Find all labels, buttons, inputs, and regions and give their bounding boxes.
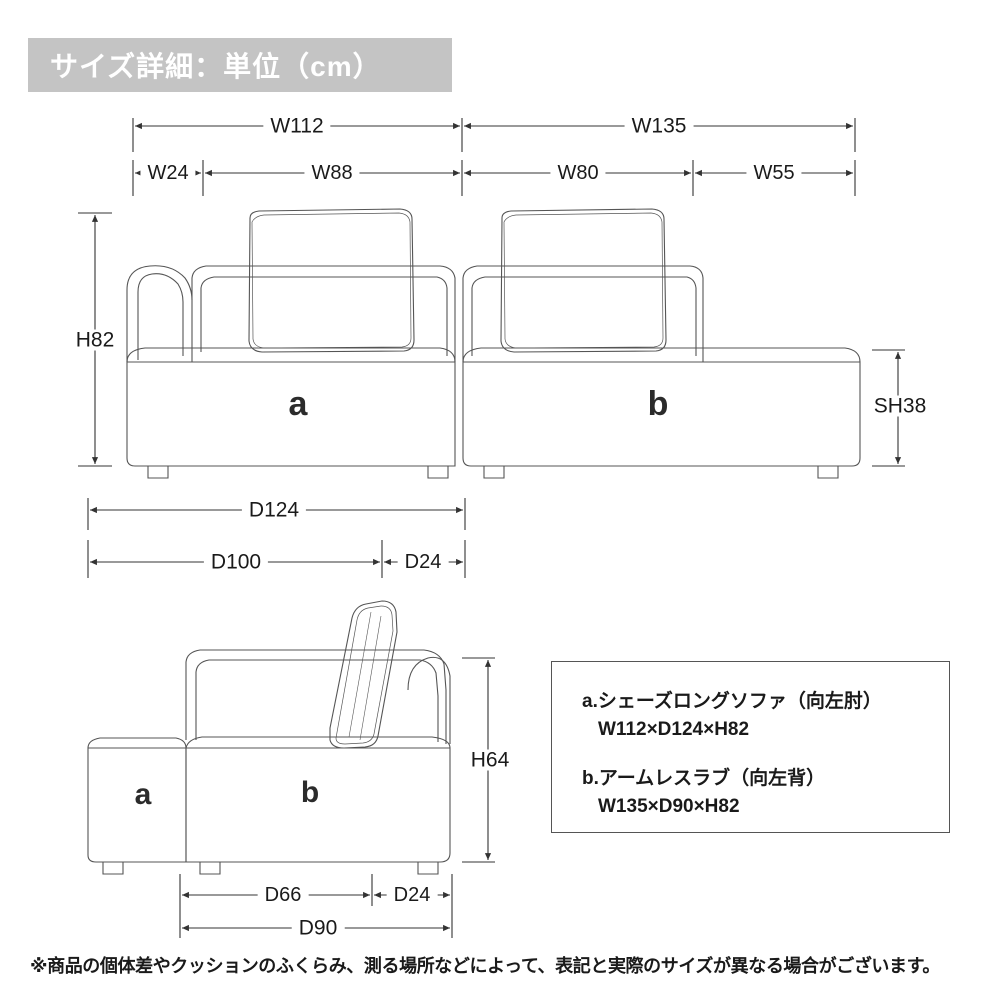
- dimension-label-d24-front: D24: [397, 552, 449, 572]
- dimension-label-d124: D124: [241, 499, 307, 521]
- dimension-label-w80: W80: [550, 163, 606, 183]
- dimension-label-w24: W24: [140, 163, 196, 183]
- footer-note: ※商品の個体差やクッションのふくらみ、測る場所などによって、表記と実際のサイズが…: [30, 956, 941, 976]
- dimension-label-h64: H64: [463, 749, 517, 771]
- dimension-label-w88: W88: [304, 163, 360, 183]
- section-label-b-side: b: [300, 776, 320, 809]
- dimension-label-h82: H82: [68, 329, 122, 351]
- legend-item-b-name: b.アームレスラブ（向左背）: [582, 768, 826, 790]
- page-title: サイズ詳細：単位（cm）: [50, 51, 382, 82]
- section-label-a-front: a: [288, 385, 308, 423]
- header-bar: サイズ詳細：単位（cm）: [28, 38, 452, 92]
- dimension-label-w55: W55: [746, 163, 802, 183]
- dimension-label-w135: W135: [624, 115, 694, 137]
- section-label-a-side: a: [134, 778, 152, 811]
- dimension-label-d90: D90: [291, 917, 345, 939]
- legend-item-a-size: W112×D124×H82: [598, 718, 750, 740]
- legend-item-b-size: W135×D90×H82: [598, 795, 740, 817]
- legend-item-a-name: a.シェーズロングソファ（向左肘）: [582, 691, 882, 712]
- dimension-label-d66: D66: [257, 885, 309, 905]
- dimension-label-sh38: SH38: [866, 395, 934, 417]
- dimension-label-d24-side: D24: [386, 885, 438, 905]
- dimension-label-w112: W112: [263, 115, 331, 137]
- dimension-label-d100: D100: [203, 551, 269, 573]
- legend-spacer: [582, 743, 949, 765]
- legend-box: a.シェーズロングソファ（向左肘） W112×D124×H82 b.アームレスラ…: [551, 661, 950, 833]
- section-label-b-front: b: [647, 385, 669, 423]
